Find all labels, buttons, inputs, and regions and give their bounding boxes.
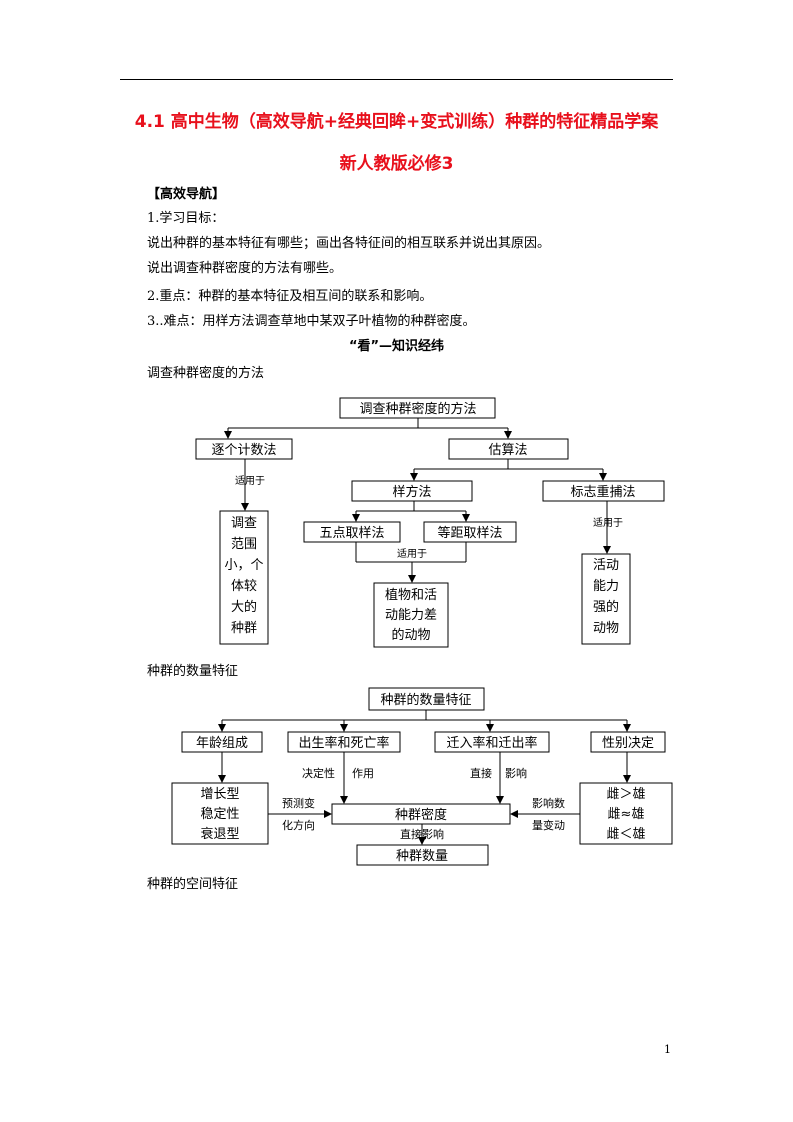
quadrat-target-line: 的动物 — [391, 627, 430, 643]
label-five-point: 五点取样法 — [319, 526, 384, 541]
text-line: 说出调查种群密度的方法有哪些。 — [147, 261, 343, 276]
caption-quantity-features: 种群的数量特征 — [147, 664, 239, 679]
section-heading: 【高效导航】 — [147, 187, 226, 202]
title-line-1: 4.1 高中生物（高效导航+经典回眸+变式训练）种群的特征精品学案 — [134, 112, 659, 132]
count-target-line: 体较 — [231, 579, 257, 594]
age-type-line: 稳定性 — [200, 806, 239, 822]
quadrat-target-line: 植物和活 — [385, 588, 437, 603]
sex-type-line: 雌≈雄 — [608, 806, 645, 822]
caption-spatial-features: 种群的空间特征 — [147, 877, 239, 892]
label-applies-to: 适用于 — [397, 548, 427, 560]
label-influence: 影响 — [505, 767, 527, 780]
count-target-line: 范围 — [231, 537, 257, 552]
mark-target-line: 强的 — [593, 599, 619, 615]
quadrat-target-line: 动能力差 — [385, 608, 437, 623]
count-target-line: 小，个 — [224, 558, 263, 573]
mark-target-line: 活动 — [593, 558, 619, 573]
caption-survey-methods: 调查种群密度的方法 — [147, 366, 265, 381]
box-quadrat-target — [373, 582, 449, 648]
mark-target-line: 能力 — [593, 579, 619, 594]
label-birth-death: 出生率和死亡率 — [298, 735, 389, 751]
label-mark-recapture: 标志重捕法 — [570, 484, 635, 500]
label-migration: 迁入率和迁出率 — [446, 735, 537, 751]
label-affect-num: 影响数 — [532, 797, 565, 810]
label-equal-distance: 等距取样法 — [437, 525, 502, 541]
box-mark-target — [581, 553, 631, 645]
label-quantity-root: 种群的数量特征 — [380, 692, 471, 708]
label-applies-to: 适用于 — [235, 475, 265, 487]
text-line: 3..难点：用样方法调查草地中某双子叶植物的种群密度。 — [147, 314, 476, 329]
box-migration — [434, 731, 550, 753]
label-applies-to: 适用于 — [593, 517, 623, 529]
label-sex-ratio: 性别决定 — [602, 736, 654, 751]
label-direct: 直接 — [470, 766, 492, 780]
label-quantity: 种群数量 — [396, 849, 448, 864]
label-effect: 作用 — [352, 767, 374, 780]
sex-type-line: 雌＞雄 — [606, 786, 645, 802]
box-mark-recapture — [542, 480, 665, 502]
label-direct-influence: 直接影响 — [400, 827, 444, 841]
label-root: 调查种群密度的方法 — [359, 401, 476, 417]
label-density: 种群密度 — [395, 807, 447, 823]
box-equal-distance — [423, 521, 517, 543]
text-line: 2.重点：种群的基本特征及相互间的联系和影响。 — [147, 289, 433, 304]
box-quantity — [356, 844, 489, 866]
label-quadrat: 样方法 — [392, 484, 431, 500]
mark-target-line: 动物 — [593, 621, 619, 636]
label-predict: 预测变 — [282, 796, 315, 810]
age-type-line: 增长型 — [200, 787, 239, 802]
label-count-method: 逐个计数法 — [211, 443, 276, 458]
title-line-2: 新人教版必修3 — [339, 154, 454, 174]
text-line: 说出种群的基本特征有哪些；画出各特征间的相互联系并说出其原因。 — [147, 236, 551, 251]
box-count-method — [195, 438, 293, 460]
label-predict: 化方向 — [282, 818, 315, 832]
label-affect-num: 量变动 — [532, 818, 565, 832]
box-count-target — [219, 510, 269, 645]
box-sex-ratio — [590, 731, 666, 753]
diagram-quantity-features — [171, 687, 673, 866]
text-line: 1.学习目标： — [147, 211, 225, 226]
label-age: 年龄组成 — [196, 736, 248, 751]
count-target-line: 大的 — [231, 599, 257, 615]
header-rule — [120, 79, 673, 80]
age-type-line: 衰退型 — [200, 826, 239, 842]
box-five-point — [303, 521, 401, 543]
label-decisive: 决定性 — [302, 766, 335, 780]
page-number: 1 — [664, 1043, 671, 1056]
subheading: “看”—知识经纬 — [348, 339, 445, 354]
label-estimate-method: 估算法 — [488, 443, 527, 458]
count-target-line: 种群 — [231, 621, 257, 636]
sex-type-line: 雌＜雄 — [606, 826, 645, 842]
count-target-line: 调查 — [231, 516, 257, 531]
box-quadrat — [351, 480, 473, 502]
